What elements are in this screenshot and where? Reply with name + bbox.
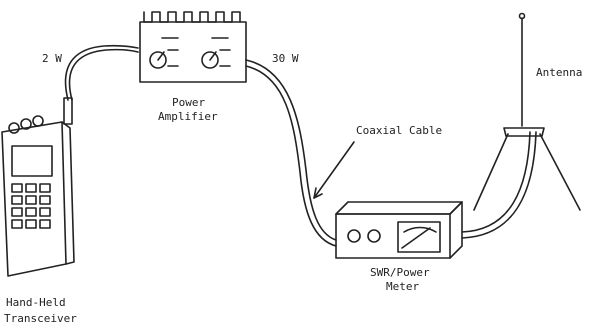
output-power-label: 30 W: [272, 52, 299, 65]
antenna-structure: [473, 12, 581, 211]
transceiver-label-line2: Transceiver: [4, 312, 77, 325]
amplifier-label-line2: Amplifier: [158, 110, 218, 123]
antenna-label: Antenna: [536, 66, 583, 79]
power-amplifier-device: [139, 11, 247, 83]
transceiver-device: [1, 97, 75, 277]
cable-pointer-arrow: [313, 141, 355, 199]
amplifier-label-line1: Power: [172, 96, 206, 109]
transceiver-label-line1: Hand-Held: [6, 296, 66, 309]
coaxial-cable-label: Coaxial Cable: [356, 124, 443, 137]
input-power-label: 2 W: [42, 52, 62, 65]
meter-label-line2: Meter: [386, 280, 420, 293]
coaxial-cable: [245, 59, 337, 241]
keypad: [11, 183, 51, 229]
antenna-feed-cable: [461, 131, 531, 233]
input-cable: [64, 44, 139, 101]
swr-power-meter-device: [335, 201, 463, 259]
meter-label-line1: SWR/Power: [370, 266, 430, 279]
